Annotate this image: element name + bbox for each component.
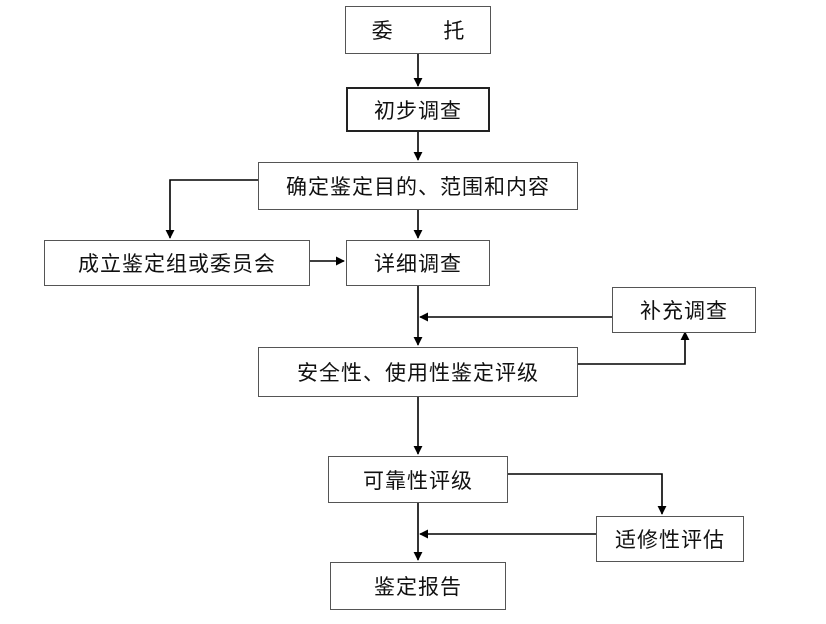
node-appraisal-report: 鉴定报告 — [330, 562, 506, 610]
node-supplementary-survey: 补充调查 — [612, 287, 756, 333]
node-entrust: 委 托 — [345, 6, 491, 54]
node-safety-usability-rating: 安全性、使用性鉴定评级 — [258, 347, 578, 397]
node-preliminary-survey: 初步调查 — [346, 87, 490, 132]
node-establish-committee: 成立鉴定组或委员会 — [44, 240, 310, 286]
node-detailed-survey: 详细调查 — [346, 240, 490, 286]
arrow-safety-to-supplementary — [578, 331, 690, 365]
arrow-reliability-to-suitability — [508, 473, 667, 515]
node-determine-scope: 确定鉴定目的、范围和内容 — [258, 162, 578, 210]
node-reliability-rating: 可靠性评级 — [328, 456, 508, 503]
arrow-determine-to-establish — [165, 179, 258, 239]
node-suitability-assessment: 适修性评估 — [596, 516, 744, 562]
